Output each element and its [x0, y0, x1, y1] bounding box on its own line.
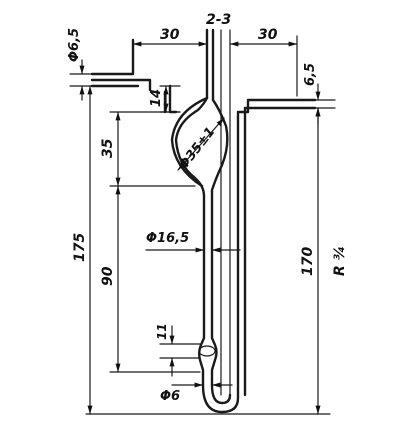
left-arm-inner: [90, 78, 152, 92]
left-vertical-tube: [163, 84, 178, 114]
dim-right-label: R ¾: [332, 246, 348, 276]
dim-bulb-dia: Φ35±1: [176, 125, 218, 173]
dim-left-tube-dia: Φ6,5: [67, 28, 82, 62]
dimension-lines: [69, 29, 336, 415]
dim-bulb-neck: 14: [149, 89, 164, 107]
dim-top-left-30: 30: [160, 27, 180, 43]
constriction-mark: [198, 345, 216, 357]
left-arm-outer: [90, 38, 140, 88]
dim-top-right-30: 30: [258, 27, 278, 43]
dim-stem-length: 90: [100, 266, 116, 286]
dim-constriction: 11: [155, 323, 169, 340]
bulb-left: [170, 96, 209, 188]
stem-left-wall: [174, 28, 209, 387]
dim-bottom-tube-dia: Φ6: [160, 389, 180, 404]
stem-right-wall: [210, 28, 229, 387]
bottom-u-bend-inner: [210, 383, 232, 405]
dim-right-height: 170: [300, 247, 316, 276]
dim-stem-dia: Φ16,5: [146, 231, 189, 246]
dim-bulb-height: 35: [100, 138, 116, 158]
dim-right-tube-dia: 6,5: [303, 63, 318, 86]
bottom-u-bend: [201, 98, 317, 414]
dim-top-gap: 2-3: [206, 12, 231, 28]
glass-apparatus: [90, 28, 317, 414]
dim-overall-left: 175: [72, 233, 88, 262]
